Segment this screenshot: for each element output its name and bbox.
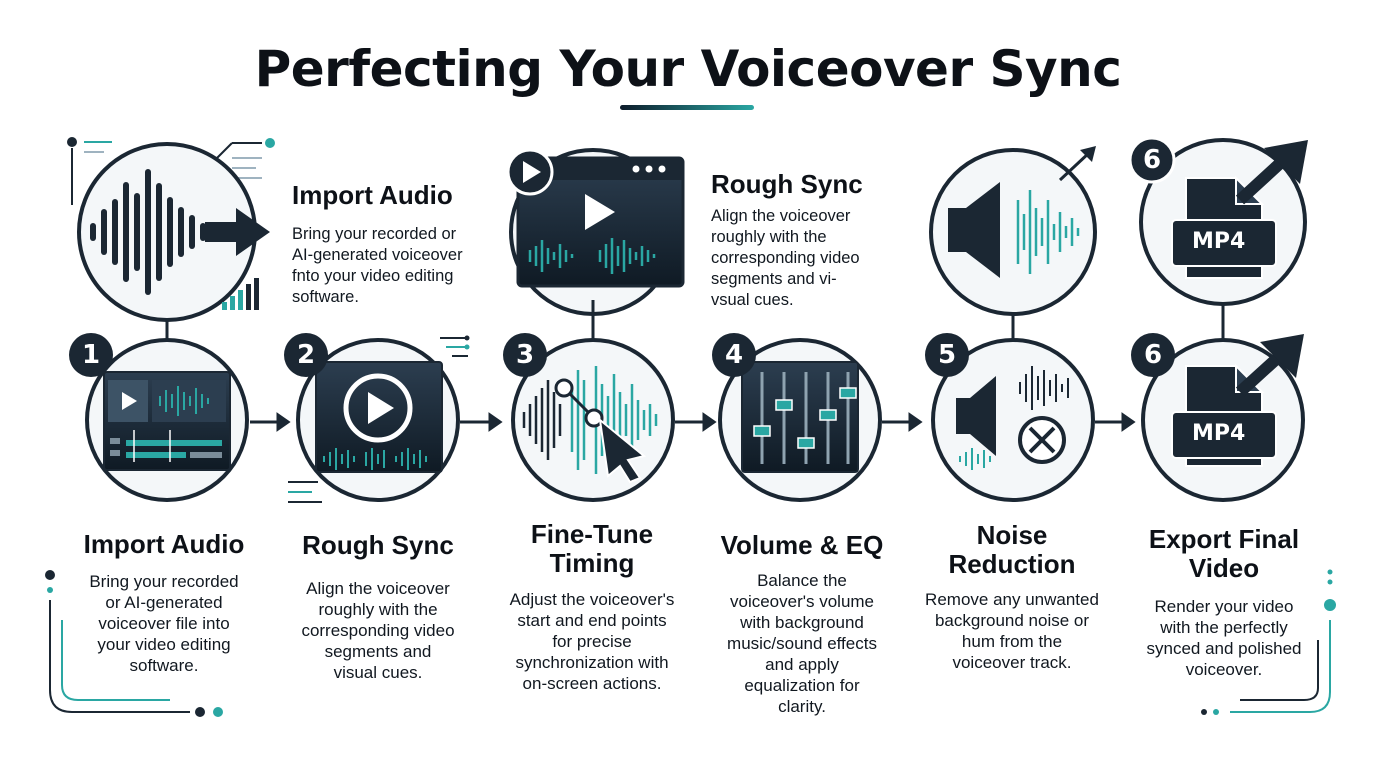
step-5-badge: 5 <box>925 333 969 377</box>
step-2-desc: Align the voiceover roughly with the cor… <box>301 579 455 682</box>
waveform-cursor-icon <box>511 338 675 502</box>
step-5-desc: Remove any unwanted background noise or … <box>925 590 1099 672</box>
waveform-arrow-icon <box>77 142 270 322</box>
mp4-export-icon <box>1141 334 1305 502</box>
decor-bottom-left <box>45 570 223 717</box>
step-2-title: Rough Sync <box>302 530 454 560</box>
mp4-export-icon-top <box>1128 136 1308 306</box>
play-video-icon <box>506 148 685 316</box>
top-6-badge: 6 <box>1142 145 1162 175</box>
video-editor-icon <box>85 338 249 502</box>
decor-bottom-right <box>1201 569 1336 715</box>
page-title: Perfecting Your Voiceover Sync <box>254 40 1122 98</box>
step-6-desc: Render your video with the perfectly syn… <box>1146 597 1302 679</box>
step-3-title: Fine-Tune Timing <box>530 519 654 578</box>
mp4-label-bottom: MP4 <box>1192 421 1246 446</box>
step-4-desc: Balance the voiceover's volume with back… <box>727 571 877 716</box>
step-6-badge: 6 <box>1131 333 1175 377</box>
speaker-wave-icon <box>929 146 1097 316</box>
step-4-title: Volume & EQ <box>720 530 884 560</box>
top-rough-body: Align the voiceover roughly with the cor… <box>711 207 860 309</box>
top-import-heading: Import Audio <box>292 180 453 210</box>
title-underline <box>620 105 754 110</box>
step-3-desc: Adjust the voiceover's start and end poi… <box>509 590 675 693</box>
top-import-body: Bring your recorded or AI-generated voic… <box>292 225 463 306</box>
mixer-sliders-icon <box>718 338 882 502</box>
play-button-icon <box>296 338 460 502</box>
step-4-badge: 4 <box>712 333 756 377</box>
top-rough-heading: Rough Sync <box>711 169 863 199</box>
step-2-badge: 2 <box>284 333 328 377</box>
step-3-badge: 3 <box>503 333 547 377</box>
decor-small-lines <box>288 335 470 503</box>
step-1-desc: Bring your recorded or AI-generated voic… <box>89 572 239 675</box>
mp4-label-top: MP4 <box>1192 229 1246 254</box>
step-6-title: Export Final Video <box>1148 524 1300 583</box>
step-5-title: Noise Reduction <box>948 520 1076 579</box>
flow-arrows <box>250 412 1136 432</box>
step-1-title: Import Audio <box>83 529 245 559</box>
speaker-noise-icon <box>931 338 1095 502</box>
step-1-badge: 1 <box>69 333 113 377</box>
